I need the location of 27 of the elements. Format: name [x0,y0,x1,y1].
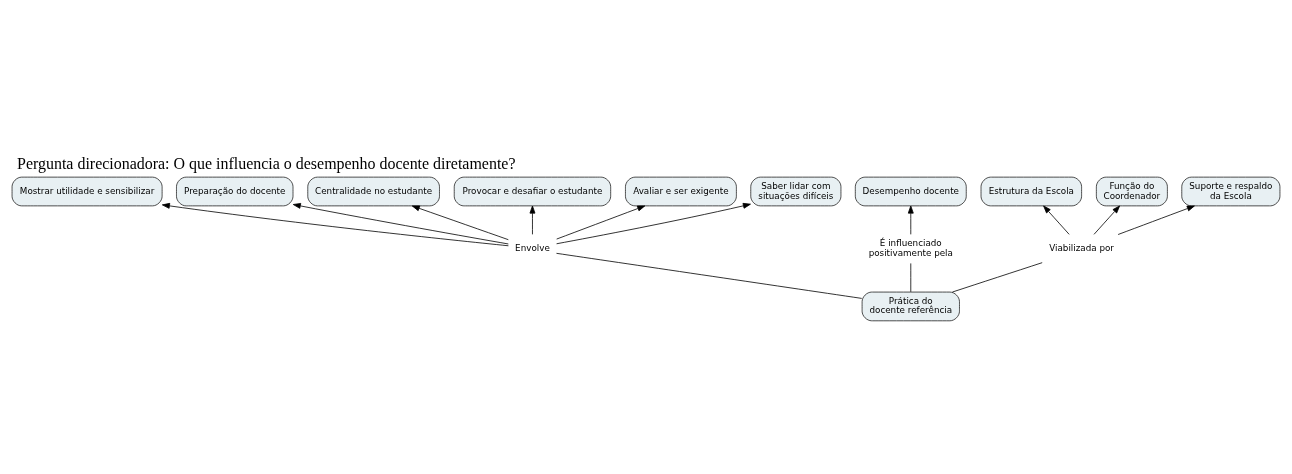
arrow [292,203,509,245]
node-box: Prática do docente referência [861,291,960,322]
node-box: Função do Coordenador [1095,176,1168,207]
node-box: Preparação do docente [176,176,294,207]
connector [556,252,863,299]
arrow [1093,205,1120,235]
connector [951,262,1043,293]
arrow [1043,205,1070,235]
node-box: Centralidade no estudante [307,176,440,207]
node-box: Suporte e respaldo da Escola [1181,176,1281,207]
node-box: Provocar e desafiar o estudante [453,176,612,207]
node-text: É influenciado positivamente pela [868,238,953,258]
arrow [411,205,509,241]
arrow [1117,205,1195,235]
diagram-title: Pergunta direcionadora: O que influencia o desempenho docente diretamente? [17,155,516,173]
arrow [161,202,509,247]
node-box: Estrutura da Escola [980,176,1082,207]
node-box: Desempenho docente [854,176,967,207]
arrow [907,205,914,235]
arrow [556,202,751,245]
node-box: Saber lidar com situações difíceis [750,176,842,207]
node-text: Envolve [515,243,550,254]
node-text: Viabilizada por [1049,243,1114,254]
arrow [556,205,646,240]
node-box: Avaliar e ser exigente [625,176,737,207]
arrow [529,205,536,235]
node-box: Mostrar utilidade e sensibilizar [11,176,163,207]
